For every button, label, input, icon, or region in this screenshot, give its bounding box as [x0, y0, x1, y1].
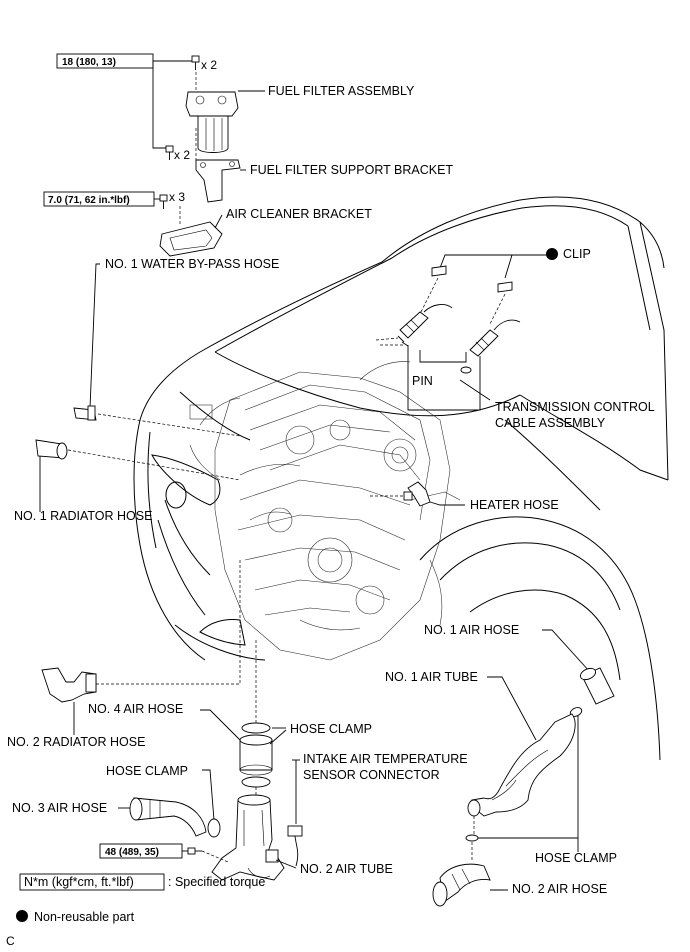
- qty-bracket-bolts: x 2: [174, 148, 190, 162]
- label-heater-hose: HEATER HOSE: [470, 498, 559, 512]
- engine-assembly: [189, 361, 461, 661]
- label-clip: CLIP: [563, 247, 591, 261]
- air-intake-stack: NO. 4 AIR HOSE HOSE CLAMP NO. 2 AIR TUBE: [12, 640, 468, 881]
- vehicle-body-outline: [133, 196, 669, 761]
- radiator-hose-2-group: NO. 2 RADIATOR HOSE: [7, 560, 241, 749]
- label-hose-clamp-right: HOSE CLAMP: [535, 851, 617, 865]
- air-hose-1-group: NO. 1 AIR HOSE NO. 1 AIR TUBE: [385, 623, 615, 817]
- intake-air-temp-sensor-connector-part: [287, 825, 303, 867]
- corner-code: C: [6, 934, 15, 948]
- air-hose-4-part: [239, 734, 273, 776]
- radiator-hose-1-group: NO. 1 RADIATOR HOSE: [14, 439, 241, 523]
- legend-torque-box: [19, 873, 165, 891]
- nonreusable-icon: [16, 910, 28, 922]
- torque-air-cleaner-bracket: 7.0 (71, 62 in.*lbf): [48, 195, 130, 206]
- fuel-filter-assembly-part: [185, 91, 239, 153]
- label-radiator-hose-1: NO. 1 RADIATOR HOSE: [14, 509, 152, 523]
- label-hose-clamp-left: HOSE CLAMP: [106, 764, 188, 778]
- legend-torque-desc: : Specified torque: [168, 875, 265, 889]
- pin-part: [397, 335, 405, 343]
- label-fuel-filter-support-bracket: FUEL FILTER SUPPORT BRACKET: [250, 163, 453, 177]
- transmission-cable-group: CLIP PIN TRANSMISSION: [375, 247, 655, 430]
- air-hose-2-part: [432, 863, 491, 907]
- label-air-hose-1: NO. 1 AIR HOSE: [424, 623, 519, 637]
- label-air-cleaner-bracket: AIR CLEANER BRACKET: [226, 207, 372, 221]
- nonreusable-icon: [546, 248, 558, 260]
- hose-clamp-part: [465, 834, 479, 842]
- bolt-icon: [159, 194, 168, 209]
- fuel-filter-support-bracket-part: [195, 159, 241, 203]
- legend: N*m (kgf*cm, ft.*lbf) : Specified torque…: [6, 873, 265, 948]
- label-transmission-cable-2: CABLE ASSEMBLY: [495, 416, 606, 430]
- pin-part: [460, 366, 472, 374]
- heater-hose-group: HEATER HOSE: [370, 481, 559, 512]
- cable-end-part: [399, 304, 453, 339]
- hose-clamp-part: [207, 818, 221, 838]
- hose-clamp-part: [241, 776, 271, 788]
- torque-air-tube: 48 (489, 35): [105, 847, 159, 858]
- clip-part: [431, 265, 447, 277]
- bolt-icon: [165, 145, 174, 160]
- water-bypass-hose-part: [73, 405, 97, 421]
- label-water-bypass-hose: NO. 1 WATER BY-PASS HOSE: [105, 257, 279, 271]
- qty-fuel-filter-bolts: x 2: [201, 58, 217, 72]
- label-hose-clamp-upper: HOSE CLAMP: [290, 722, 372, 736]
- label-air-hose-3: NO. 3 AIR HOSE: [12, 801, 107, 815]
- label-air-hose-4: NO. 4 AIR HOSE: [88, 702, 183, 716]
- air-hose-2-group: HOSE CLAMP NO. 2 AIR HOSE: [432, 716, 617, 907]
- radiator-hose-2-part: [41, 667, 97, 703]
- label-intake-sensor-1: INTAKE AIR TEMPERATURE: [303, 752, 468, 766]
- bolt-icon: [187, 847, 202, 855]
- air-cleaner-bracket-part: [159, 221, 223, 257]
- hose-clamp-part: [241, 722, 271, 734]
- fuel-filter-group: 18 (180, 13) x 2 FUEL FILTER ASSEMBLY x: [43, 53, 453, 257]
- air-hose-1-part: [579, 667, 615, 705]
- air-hose-3-part: [129, 797, 207, 837]
- label-air-hose-2: NO. 2 AIR HOSE: [512, 882, 607, 896]
- label-air-tube-1: NO. 1 AIR TUBE: [385, 670, 478, 684]
- legend-nonreusable: Non-reusable part: [34, 910, 135, 924]
- radiator-hose-1-part: [35, 439, 68, 460]
- torque-fuel-filter: 18 (180, 13): [62, 57, 116, 68]
- water-bypass-hose-group: NO. 1 WATER BY-PASS HOSE: [73, 257, 279, 437]
- label-intake-sensor-2: SENSOR CONNECTOR: [303, 768, 440, 782]
- legend-torque-unit: N*m (kgf*cm, ft.*lbf): [24, 875, 134, 889]
- label-radiator-hose-2: NO. 2 RADIATOR HOSE: [7, 735, 145, 749]
- qty-cleaner-bracket-bolts: x 3: [169, 190, 185, 204]
- label-air-tube-2: NO. 2 AIR TUBE: [300, 862, 393, 876]
- cable-end-part: [469, 319, 521, 357]
- label-pin: PIN: [412, 374, 433, 388]
- air-tube-1-part: [467, 713, 576, 817]
- clip-part: [497, 281, 513, 293]
- label-transmission-cable-1: TRANSMISSION CONTROL: [495, 400, 655, 414]
- bolt-icon: [191, 55, 200, 70]
- air-tube-2-part: [211, 794, 285, 881]
- label-fuel-filter-assembly: FUEL FILTER ASSEMBLY: [268, 84, 415, 98]
